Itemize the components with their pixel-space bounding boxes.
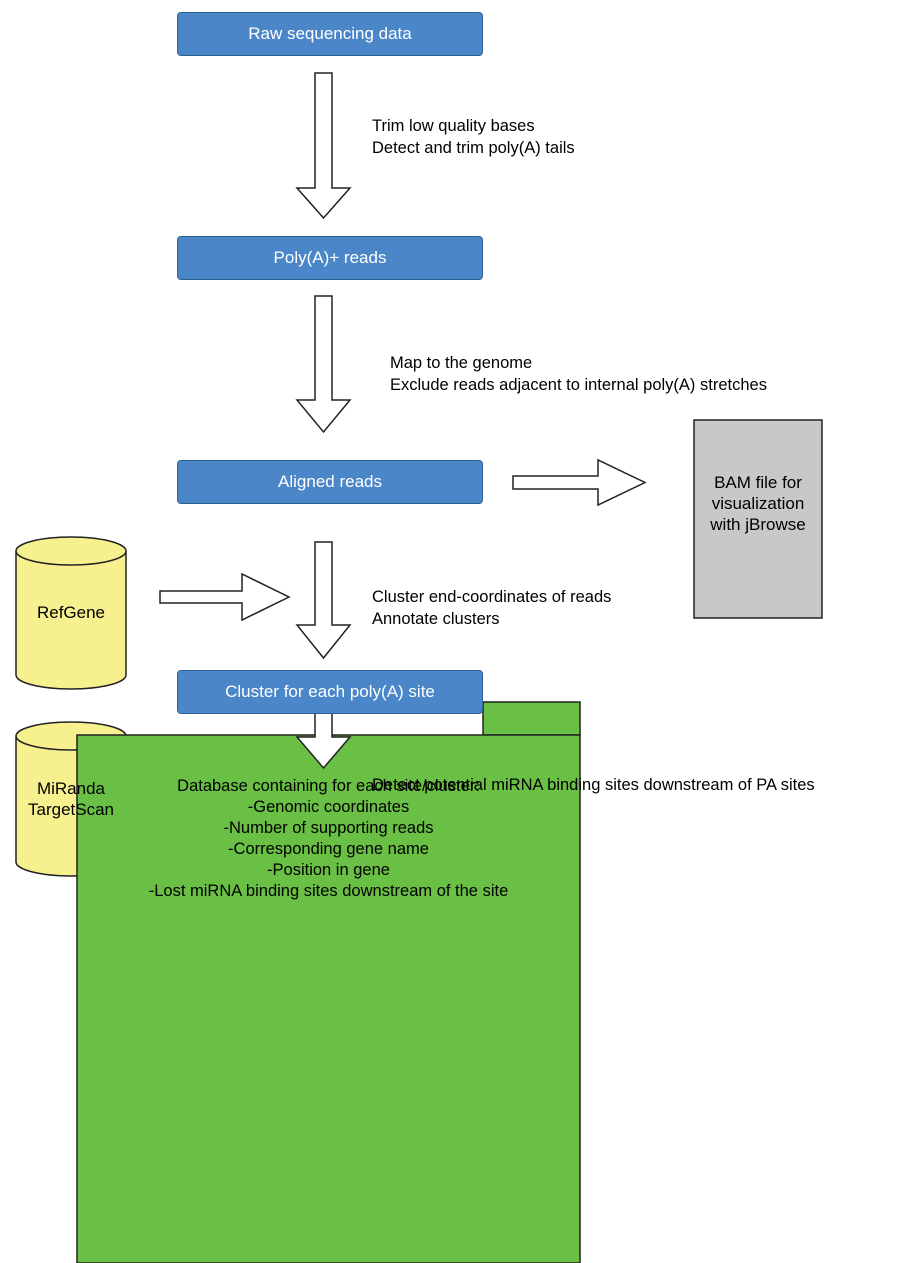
bam-file-line3: with jBrowse xyxy=(710,515,806,534)
bam-document-shape xyxy=(693,419,823,619)
bam-file-label: BAM file for visualization with jBrowse xyxy=(694,472,822,535)
note-step2: Map to the genome Exclude reads adjacent… xyxy=(390,352,767,396)
note-step3: Cluster end-coordinates of reads Annotat… xyxy=(372,586,611,630)
note-step1-line1: Trim low quality bases xyxy=(372,117,535,135)
refgene-label: RefGene xyxy=(16,602,126,623)
database-item-position: -Position in gene xyxy=(267,861,390,879)
note-step1: Trim low quality bases Detect and trim p… xyxy=(372,115,575,159)
arrow-right-refgene xyxy=(159,572,291,622)
arrow-down-2 xyxy=(295,295,352,434)
mirna-label: MiRanda TargetScan xyxy=(16,778,126,820)
note-step2-line2: Exclude reads adjacent to internal poly(… xyxy=(390,376,767,394)
refgene-label-line1: RefGene xyxy=(36,603,106,622)
bam-file-line1: BAM file for xyxy=(714,473,802,492)
note-step4: Detect potential miRNA binding sites dow… xyxy=(372,774,815,796)
database-description: Database containing for each site/cluste… xyxy=(77,776,580,902)
database-item-coordinates: -Genomic coordinates xyxy=(247,798,410,816)
arrow-down-4-correct xyxy=(295,711,352,770)
note-step3-line2: Annotate clusters xyxy=(372,610,500,628)
refgene-cylinder xyxy=(15,536,127,690)
arrow-right-bam xyxy=(512,458,647,507)
mirna-label-line2: TargetScan xyxy=(28,800,114,819)
database-folder xyxy=(76,701,581,1263)
note-step3-line1: Cluster end-coordinates of reads xyxy=(372,588,612,606)
step-box-cluster: Cluster for each poly(A) site xyxy=(177,670,483,714)
mirna-label-line1: MiRanda xyxy=(36,779,106,798)
bam-file-line2: visualization xyxy=(711,494,805,513)
note-step4-line1: Detect potential miRNA binding sites dow… xyxy=(372,776,815,794)
arrow-down-3 xyxy=(295,541,352,660)
note-step1-line2: Detect and trim poly(A) tails xyxy=(372,139,575,157)
step-box-polya-reads: Poly(A)+ reads xyxy=(177,236,483,280)
step-box-aligned-reads: Aligned reads xyxy=(177,460,483,504)
database-heading: Database containing for each site/cluste… xyxy=(177,777,480,795)
arrow-down-1 xyxy=(295,72,352,220)
step-box-raw-data: Raw sequencing data xyxy=(177,12,483,56)
database-item-gene-name: -Corresponding gene name xyxy=(228,840,429,858)
database-item-reads: -Number of supporting reads xyxy=(223,819,434,837)
database-item-mirna: -Lost miRNA binding sites downstream of … xyxy=(148,882,509,900)
note-step2-line1: Map to the genome xyxy=(390,354,533,372)
